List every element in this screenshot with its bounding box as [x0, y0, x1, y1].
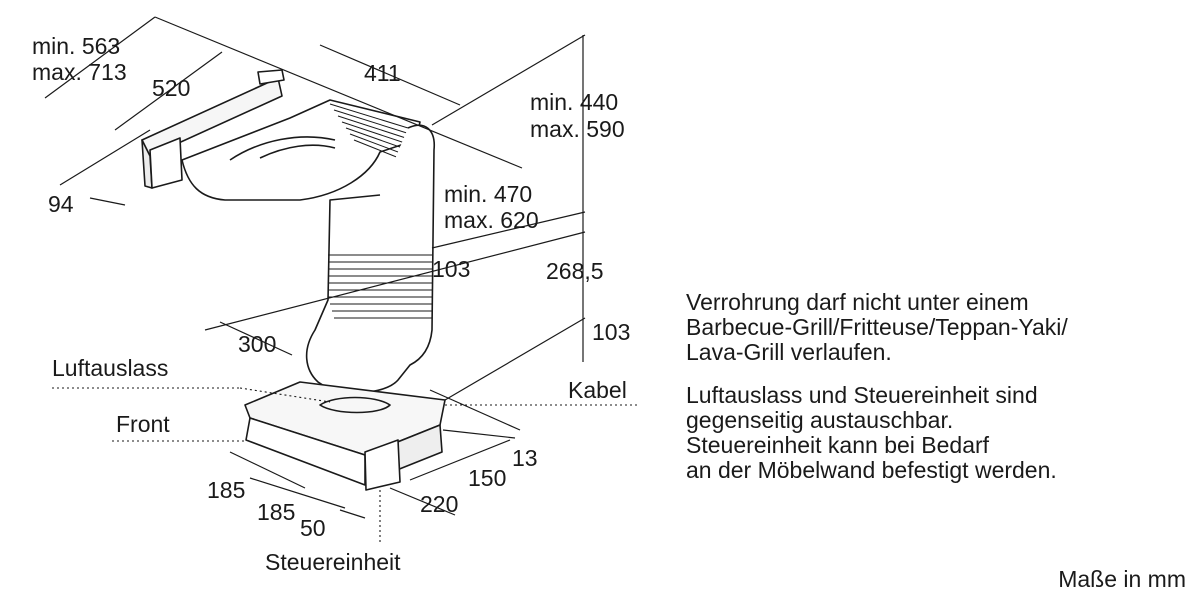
- fan-arc-inner: [259, 144, 336, 159]
- dim-control-depth: 220: [420, 491, 458, 517]
- dim-cable-offset: 13: [512, 445, 538, 471]
- dim-box-height: 103: [592, 319, 630, 345]
- fan-arc: [229, 136, 336, 161]
- dim-front-gap: 50: [300, 515, 326, 541]
- dim-duct-length-max: max. 620: [444, 207, 539, 233]
- dim-front-left-2: 185: [257, 499, 295, 525]
- note-line: Steuereinheit kann bei Bedarf: [686, 432, 990, 458]
- dim-duct-offset: 300: [238, 331, 276, 357]
- dim-top-length: 411: [364, 60, 401, 86]
- label-cable: Kabel: [568, 377, 627, 403]
- bottom-box-front: [245, 417, 366, 486]
- dim-top-depth-min: min. 563: [32, 33, 120, 59]
- hose-ribs-top: [329, 103, 415, 165]
- dim-control-width: 150: [468, 465, 506, 491]
- units-note: Maße in mm: [1058, 566, 1186, 592]
- top-unit-block: [149, 137, 183, 189]
- vertical-duct: [305, 124, 435, 394]
- leader-lines: [52, 387, 640, 545]
- dim-top-width: 520: [152, 75, 190, 101]
- dim-duct-length-min: min. 470: [444, 181, 532, 207]
- note-line: Verrohrung darf nicht unter einem: [686, 289, 1029, 315]
- control-unit-block: [364, 439, 401, 491]
- note-line: Barbecue-Grill/Fritteuse/Teppan-Yaki/: [686, 314, 1068, 340]
- label-air-outlet: Luftauslass: [52, 355, 168, 381]
- device-outline: [141, 69, 446, 491]
- label-control-unit: Steuereinheit: [265, 549, 401, 575]
- note-interchangeable: Luftauslass und Steuereinheit sind gegen…: [686, 383, 1186, 483]
- dim-total-height-min: min. 440: [530, 89, 618, 115]
- note-line: gegenseitig austauschbar.: [686, 407, 954, 433]
- label-front: Front: [116, 411, 170, 437]
- dim-top-height: 94: [48, 191, 74, 217]
- installation-notes: Verrohrung darf nicht unter einem Barbec…: [686, 290, 1186, 501]
- dim-lower-height: 268,5: [546, 258, 604, 284]
- dimension-lines: [44, 16, 586, 519]
- dim-top-depth-max: max. 713: [32, 59, 127, 85]
- dim-total-height-max: max. 590: [530, 116, 625, 142]
- note-line: Luftauslass und Steuereinheit sind: [686, 382, 1038, 408]
- dim-front-left-1: 185: [207, 477, 245, 503]
- duct-ribs: [328, 254, 432, 319]
- note-line: Lava-Grill verlaufen.: [686, 339, 892, 365]
- box-outlet-ring: [319, 396, 391, 414]
- top-unit-lid: [257, 69, 285, 85]
- dim-duct-width: 103: [432, 256, 470, 282]
- fan-body: [181, 99, 421, 201]
- note-grill-warning: Verrohrung darf nicht unter einem Barbec…: [686, 290, 1186, 365]
- note-line: an der Möbelwand befestigt werden.: [686, 457, 1057, 483]
